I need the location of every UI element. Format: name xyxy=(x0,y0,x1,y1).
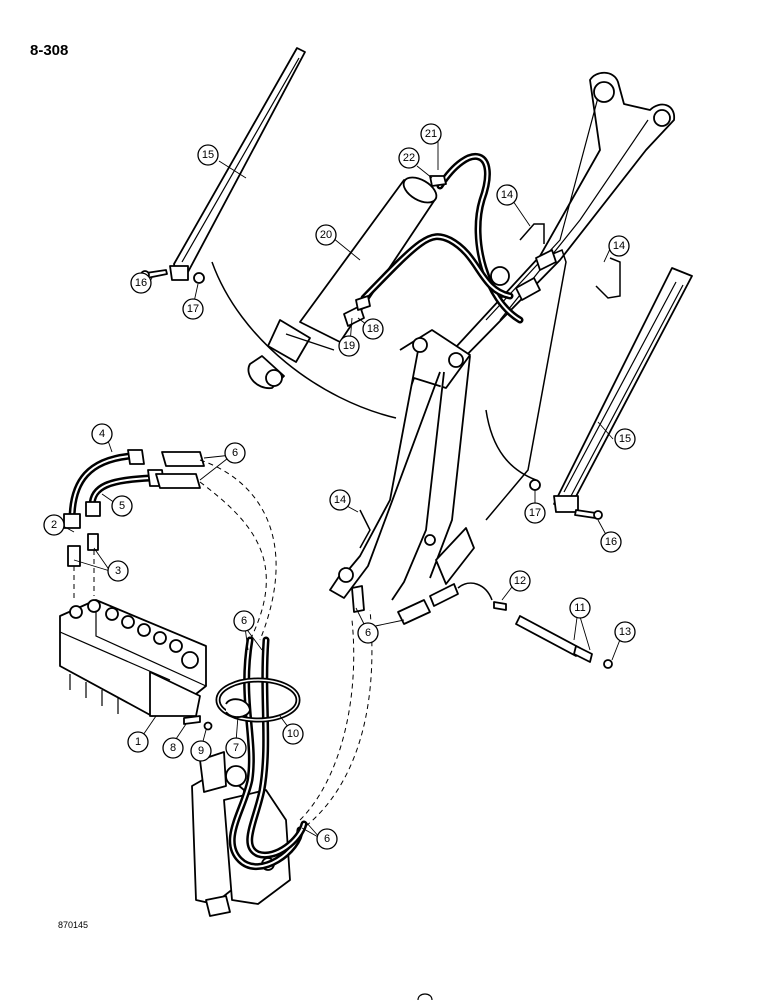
control-valve-1 xyxy=(59,599,207,717)
callout-label: 2 xyxy=(51,519,57,531)
clamp-7-bolt-8-nut-9 xyxy=(183,698,251,731)
callout-3: 3 xyxy=(107,560,129,582)
callout-2: 2 xyxy=(43,514,65,536)
rail-15-right xyxy=(553,267,693,513)
page-label: 8-308 xyxy=(30,42,69,59)
callout-label: 7 xyxy=(233,742,239,754)
callout-label: 15 xyxy=(619,433,631,445)
callout-label: 6 xyxy=(365,627,371,639)
callout-15-b: 15 xyxy=(614,428,636,450)
callout-11: 11 xyxy=(569,597,591,619)
callout-label: 5 xyxy=(119,500,125,512)
swivel-assembly xyxy=(191,751,291,917)
callout-label: 17 xyxy=(529,507,541,519)
callout-label: 11 xyxy=(574,602,585,614)
page-bottom-mark xyxy=(417,993,433,1000)
callout-17-a: 17 xyxy=(182,298,204,320)
callout-6-d: 6 xyxy=(316,828,338,850)
callout-label: 22 xyxy=(403,152,415,164)
callout-17-b: 17 xyxy=(524,502,546,524)
callout-4: 4 xyxy=(91,423,113,445)
nut-17-left xyxy=(193,272,205,284)
callout-15-a: 15 xyxy=(197,144,219,166)
callout-16-a: 16 xyxy=(130,272,152,294)
callout-label: 14 xyxy=(613,240,625,252)
callout-label: 10 xyxy=(287,728,299,740)
callout-label: 14 xyxy=(501,189,513,201)
callout-1: 1 xyxy=(127,731,149,753)
callout-label: 6 xyxy=(241,615,247,627)
boom-assembly xyxy=(329,71,675,601)
callout-7: 7 xyxy=(225,737,247,759)
cylinder-20 xyxy=(247,176,438,389)
callout-label: 12 xyxy=(514,575,526,587)
callout-label: 18 xyxy=(367,323,379,335)
callout-9: 9 xyxy=(190,740,212,762)
callout-label: 15 xyxy=(202,149,214,161)
callout-label: 20 xyxy=(320,229,332,241)
adapters-6-upper xyxy=(155,451,277,641)
callout-label: 9 xyxy=(198,745,204,757)
hose-10-loop xyxy=(215,677,301,723)
bolt-16-right xyxy=(574,509,603,520)
callout-label: 6 xyxy=(324,833,330,845)
fittings-upper xyxy=(343,175,557,327)
drawing-number: 870145 xyxy=(58,920,89,930)
nut-17-right xyxy=(529,479,541,491)
callout-label: 21 xyxy=(425,128,437,140)
callout-21: 21 xyxy=(420,123,442,145)
callout-label: 16 xyxy=(605,536,617,548)
callout-14-c: 14 xyxy=(329,489,351,511)
callout-5: 5 xyxy=(111,495,133,517)
callout-10: 10 xyxy=(282,723,304,745)
callout-12: 12 xyxy=(509,570,531,592)
callout-19: 19 xyxy=(338,335,360,357)
callout-8: 8 xyxy=(162,737,184,759)
callout-label: 8 xyxy=(170,742,176,754)
boom-hoses xyxy=(211,153,621,549)
callout-label: 19 xyxy=(343,340,355,352)
rail-15-left xyxy=(169,47,306,281)
callout-14-b: 14 xyxy=(608,235,630,257)
callout-label: 14 xyxy=(334,494,346,506)
callout-label: 16 xyxy=(135,277,147,289)
callout-6-a: 6 xyxy=(224,442,246,464)
callout-22: 22 xyxy=(398,147,420,169)
callout-label: 1 xyxy=(135,736,141,748)
callout-16-b: 16 xyxy=(600,531,622,553)
callout-6-b: 6 xyxy=(233,610,255,632)
callout-14-a: 14 xyxy=(496,184,518,206)
callout-label: 13 xyxy=(619,626,631,638)
callout-20: 20 xyxy=(315,224,337,246)
callout-13: 13 xyxy=(614,621,636,643)
callout-label: 17 xyxy=(187,303,199,315)
callout-label: 4 xyxy=(99,428,105,440)
lower-fittings xyxy=(351,582,613,669)
callout-18: 18 xyxy=(362,318,384,340)
callout-label: 3 xyxy=(115,565,121,577)
callout-label: 6 xyxy=(232,447,238,459)
callout-6-c: 6 xyxy=(357,622,379,644)
